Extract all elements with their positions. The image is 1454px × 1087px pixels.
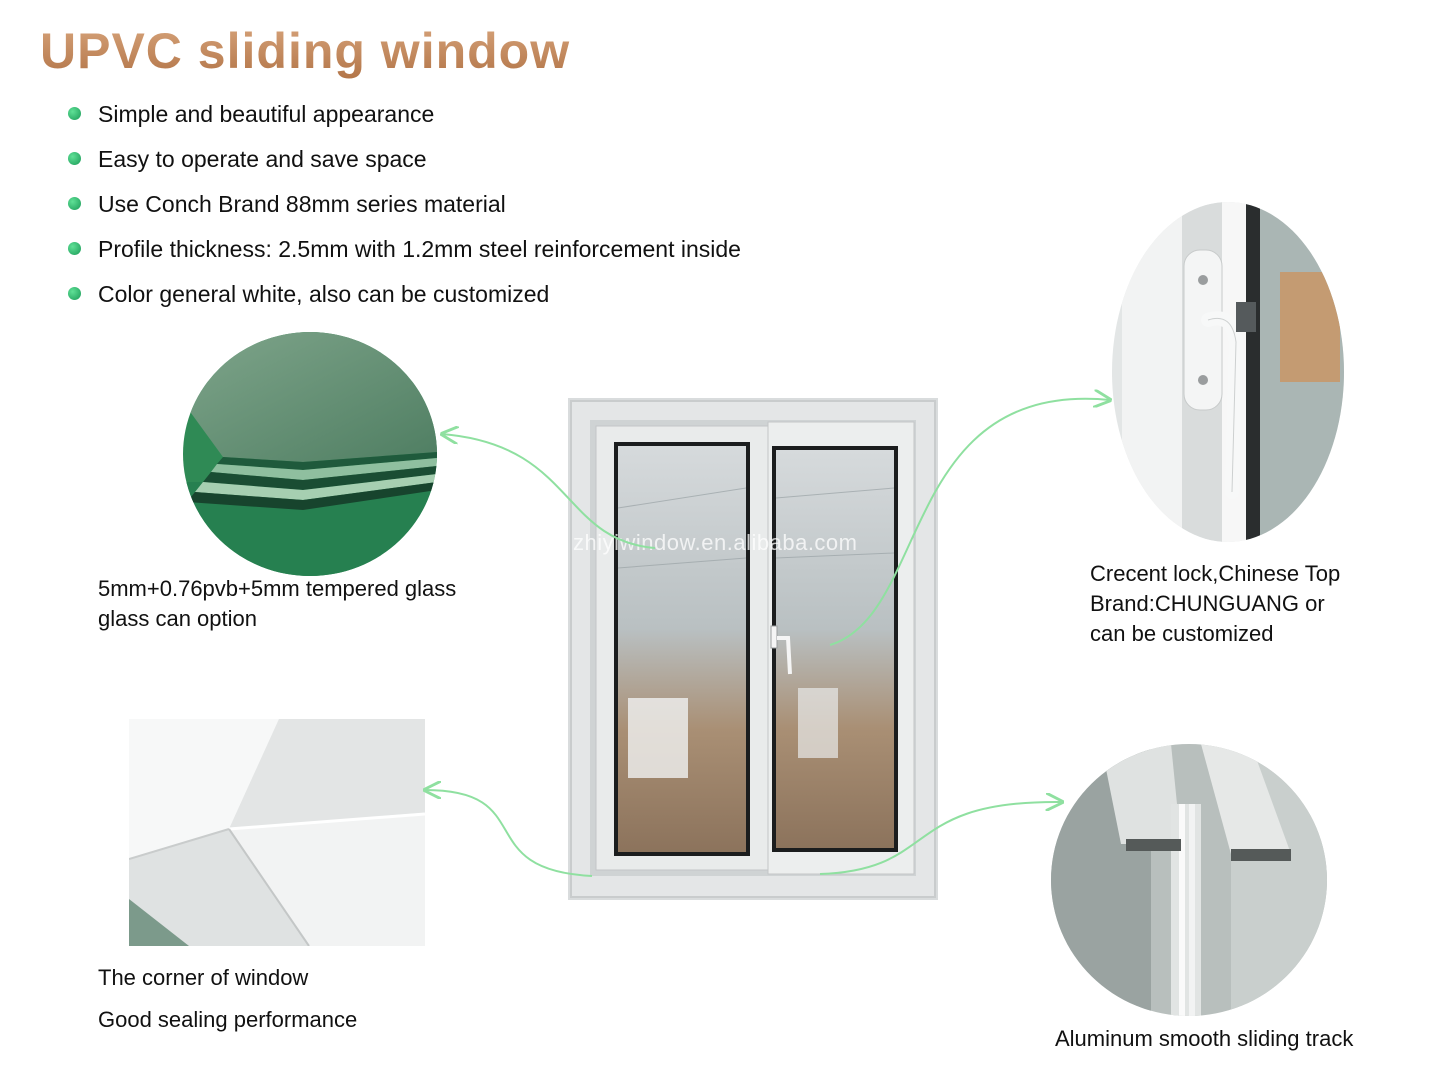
corner-photo: [129, 719, 425, 946]
feature-item: Use Conch Brand 88mm series material: [68, 188, 868, 233]
watermark: zhiyiwindow.en.alibaba.com: [573, 530, 858, 555]
feature-text: Profile thickness: 2.5mm with 1.2mm stee…: [98, 236, 741, 262]
caption-line: 5mm+0.76pvb+5mm tempered glass: [98, 576, 457, 601]
bullet-dot-icon: [68, 107, 81, 120]
window-photo: [568, 398, 938, 900]
feature-text: Color general white, also can be customi…: [98, 281, 550, 307]
feature-text: Easy to operate and save space: [98, 146, 427, 172]
feature-list: Simple and beautiful appearance Easy to …: [68, 98, 868, 323]
caption-line: Brand:CHUNGUANG or: [1090, 591, 1325, 616]
feature-item: Color general white, also can be customi…: [68, 278, 868, 323]
caption-line: Crecent lock,Chinese Top: [1090, 561, 1341, 586]
curved-arrow-icon: [442, 434, 656, 549]
track-photo: [1051, 744, 1327, 1016]
feature-item: Easy to operate and save space: [68, 143, 868, 188]
page-title: UPVC sliding window: [40, 23, 571, 79]
glass-caption: 5mm+0.76pvb+5mm tempered glass glass can…: [98, 574, 456, 634]
feature-text: Simple and beautiful appearance: [98, 101, 435, 127]
curved-arrow-icon: [425, 790, 593, 877]
caption-line: The corner of window: [98, 965, 309, 990]
feature-item: Simple and beautiful appearance: [68, 98, 868, 143]
feature-text: Use Conch Brand 88mm series material: [98, 191, 506, 217]
curved-arrow-icon: [819, 802, 1062, 875]
bullet-dot-icon: [68, 152, 81, 165]
caption-line: glass can option: [98, 606, 257, 631]
bullet-dot-icon: [68, 197, 81, 210]
caption-line: Good sealing performance: [98, 1007, 358, 1032]
lock-photo: [1112, 202, 1344, 542]
bullet-dot-icon: [68, 287, 81, 300]
bullet-dot-icon: [68, 242, 81, 255]
feature-item: Profile thickness: 2.5mm with 1.2mm stee…: [68, 233, 868, 278]
corner-caption: The corner of window Good sealing perfor…: [98, 957, 357, 1041]
curved-arrow-icon: [829, 399, 1110, 646]
track-caption: Aluminum smooth sliding track: [1055, 1024, 1353, 1054]
lock-caption: Crecent lock,Chinese Top Brand:CHUNGUANG…: [1090, 559, 1340, 649]
caption-line: can be customized: [1090, 621, 1274, 646]
caption-line: Aluminum smooth sliding track: [1055, 1026, 1354, 1051]
